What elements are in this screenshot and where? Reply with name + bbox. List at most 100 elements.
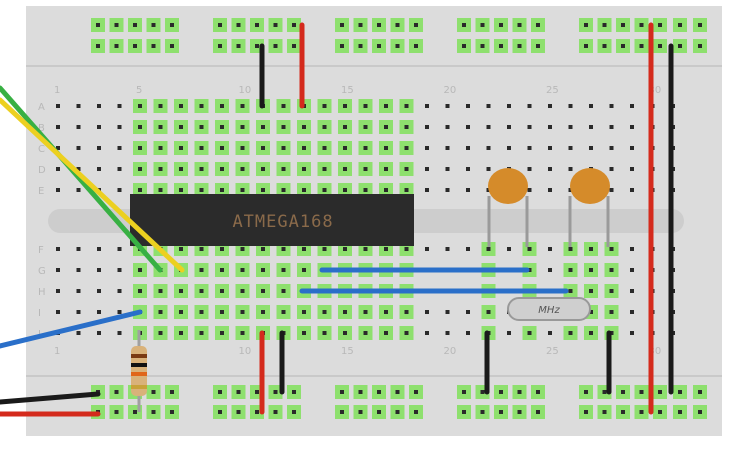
hole[interactable] <box>97 146 101 150</box>
atmega168-chip[interactable]: ATMEGA168 <box>130 194 414 246</box>
hole[interactable] <box>486 104 491 108</box>
rail-hole[interactable] <box>114 23 119 27</box>
rail-hole[interactable] <box>395 410 400 414</box>
hole[interactable] <box>343 167 347 171</box>
rail-hole[interactable] <box>639 23 644 27</box>
hole[interactable] <box>302 268 306 272</box>
hole[interactable] <box>261 125 265 129</box>
hole[interactable] <box>466 146 470 150</box>
hole[interactable] <box>527 167 532 171</box>
hole[interactable] <box>404 146 409 150</box>
hole[interactable] <box>322 310 327 314</box>
rail-hole[interactable] <box>658 44 662 48</box>
rail-hole[interactable] <box>602 410 607 414</box>
hole[interactable] <box>363 125 368 129</box>
hole[interactable] <box>220 247 224 251</box>
hole[interactable] <box>138 167 142 171</box>
rail-hole[interactable] <box>151 44 156 48</box>
hole[interactable] <box>609 104 614 108</box>
hole[interactable] <box>56 146 60 150</box>
rail-hole[interactable] <box>698 390 702 394</box>
rail-hole[interactable] <box>133 410 137 414</box>
hole[interactable] <box>589 247 593 251</box>
rail-hole[interactable] <box>395 44 400 48</box>
rail-hole[interactable] <box>236 44 241 48</box>
hole[interactable] <box>609 167 614 171</box>
hole[interactable] <box>404 188 409 192</box>
rail-hole[interactable] <box>255 410 259 414</box>
rail-hole[interactable] <box>639 390 644 394</box>
rail-hole[interactable] <box>658 390 662 394</box>
hole[interactable] <box>220 125 224 129</box>
hole[interactable] <box>220 331 224 335</box>
hole[interactable] <box>507 125 511 129</box>
wire-blue-diagonal[interactable] <box>0 309 143 349</box>
hole[interactable] <box>404 167 409 171</box>
wire-yellow-diagonal[interactable] <box>0 97 185 273</box>
hole[interactable] <box>97 104 101 108</box>
hole[interactable] <box>486 167 491 171</box>
rail-hole[interactable] <box>584 410 588 414</box>
hole[interactable] <box>568 146 573 150</box>
rail-hole[interactable] <box>114 44 119 48</box>
hole[interactable] <box>343 331 347 335</box>
hole[interactable] <box>548 146 552 150</box>
rail-hole[interactable] <box>377 44 381 48</box>
hole[interactable] <box>404 104 409 108</box>
hole[interactable] <box>363 310 368 314</box>
hole[interactable] <box>220 310 224 314</box>
rail-hole[interactable] <box>499 410 503 414</box>
wire-green-diagonal[interactable] <box>0 85 163 273</box>
hole[interactable] <box>261 247 265 251</box>
hole[interactable] <box>445 104 450 108</box>
rail-hole[interactable] <box>133 44 137 48</box>
rail-hole[interactable] <box>236 390 241 394</box>
hole[interactable] <box>363 247 368 251</box>
hole[interactable] <box>404 247 409 251</box>
hole[interactable] <box>384 331 388 335</box>
rail-hole[interactable] <box>151 390 156 394</box>
hole[interactable] <box>240 104 245 108</box>
rail-hole[interactable] <box>377 410 381 414</box>
hole[interactable] <box>589 125 593 129</box>
rail-hole[interactable] <box>414 23 418 27</box>
hole[interactable] <box>76 146 81 150</box>
hole[interactable] <box>466 104 470 108</box>
hole[interactable] <box>609 247 614 251</box>
hole[interactable] <box>486 146 491 150</box>
rail-hole[interactable] <box>273 44 278 48</box>
rail-hole[interactable] <box>678 44 682 48</box>
hole[interactable] <box>486 247 491 251</box>
hole[interactable] <box>76 331 81 335</box>
rail-hole[interactable] <box>377 23 381 27</box>
hole[interactable] <box>117 167 122 171</box>
hole[interactable] <box>527 125 532 129</box>
hole[interactable] <box>466 125 470 129</box>
hole[interactable] <box>261 146 265 150</box>
hole[interactable] <box>302 188 306 192</box>
hole[interactable] <box>281 125 286 129</box>
hole[interactable] <box>281 268 286 272</box>
rail-hole[interactable] <box>292 410 296 414</box>
hole[interactable] <box>548 331 552 335</box>
rail-hole[interactable] <box>536 44 540 48</box>
rail-hole[interactable] <box>678 390 682 394</box>
rail-hole[interactable] <box>414 390 418 394</box>
hole[interactable] <box>343 188 347 192</box>
hole[interactable] <box>179 104 183 108</box>
rail-hole[interactable] <box>517 410 522 414</box>
hole[interactable] <box>609 310 614 314</box>
rail-hole[interactable] <box>377 390 381 394</box>
hole[interactable] <box>56 310 60 314</box>
rail-hole[interactable] <box>273 23 278 27</box>
rail-hole[interactable] <box>395 23 400 27</box>
hole[interactable] <box>302 310 306 314</box>
rail-hole[interactable] <box>236 410 241 414</box>
rail-hole[interactable] <box>480 390 485 394</box>
hole[interactable] <box>261 167 265 171</box>
hole[interactable] <box>56 125 60 129</box>
hole[interactable] <box>179 188 183 192</box>
hole[interactable] <box>240 125 245 129</box>
hole[interactable] <box>117 268 122 272</box>
hole[interactable] <box>425 247 429 251</box>
